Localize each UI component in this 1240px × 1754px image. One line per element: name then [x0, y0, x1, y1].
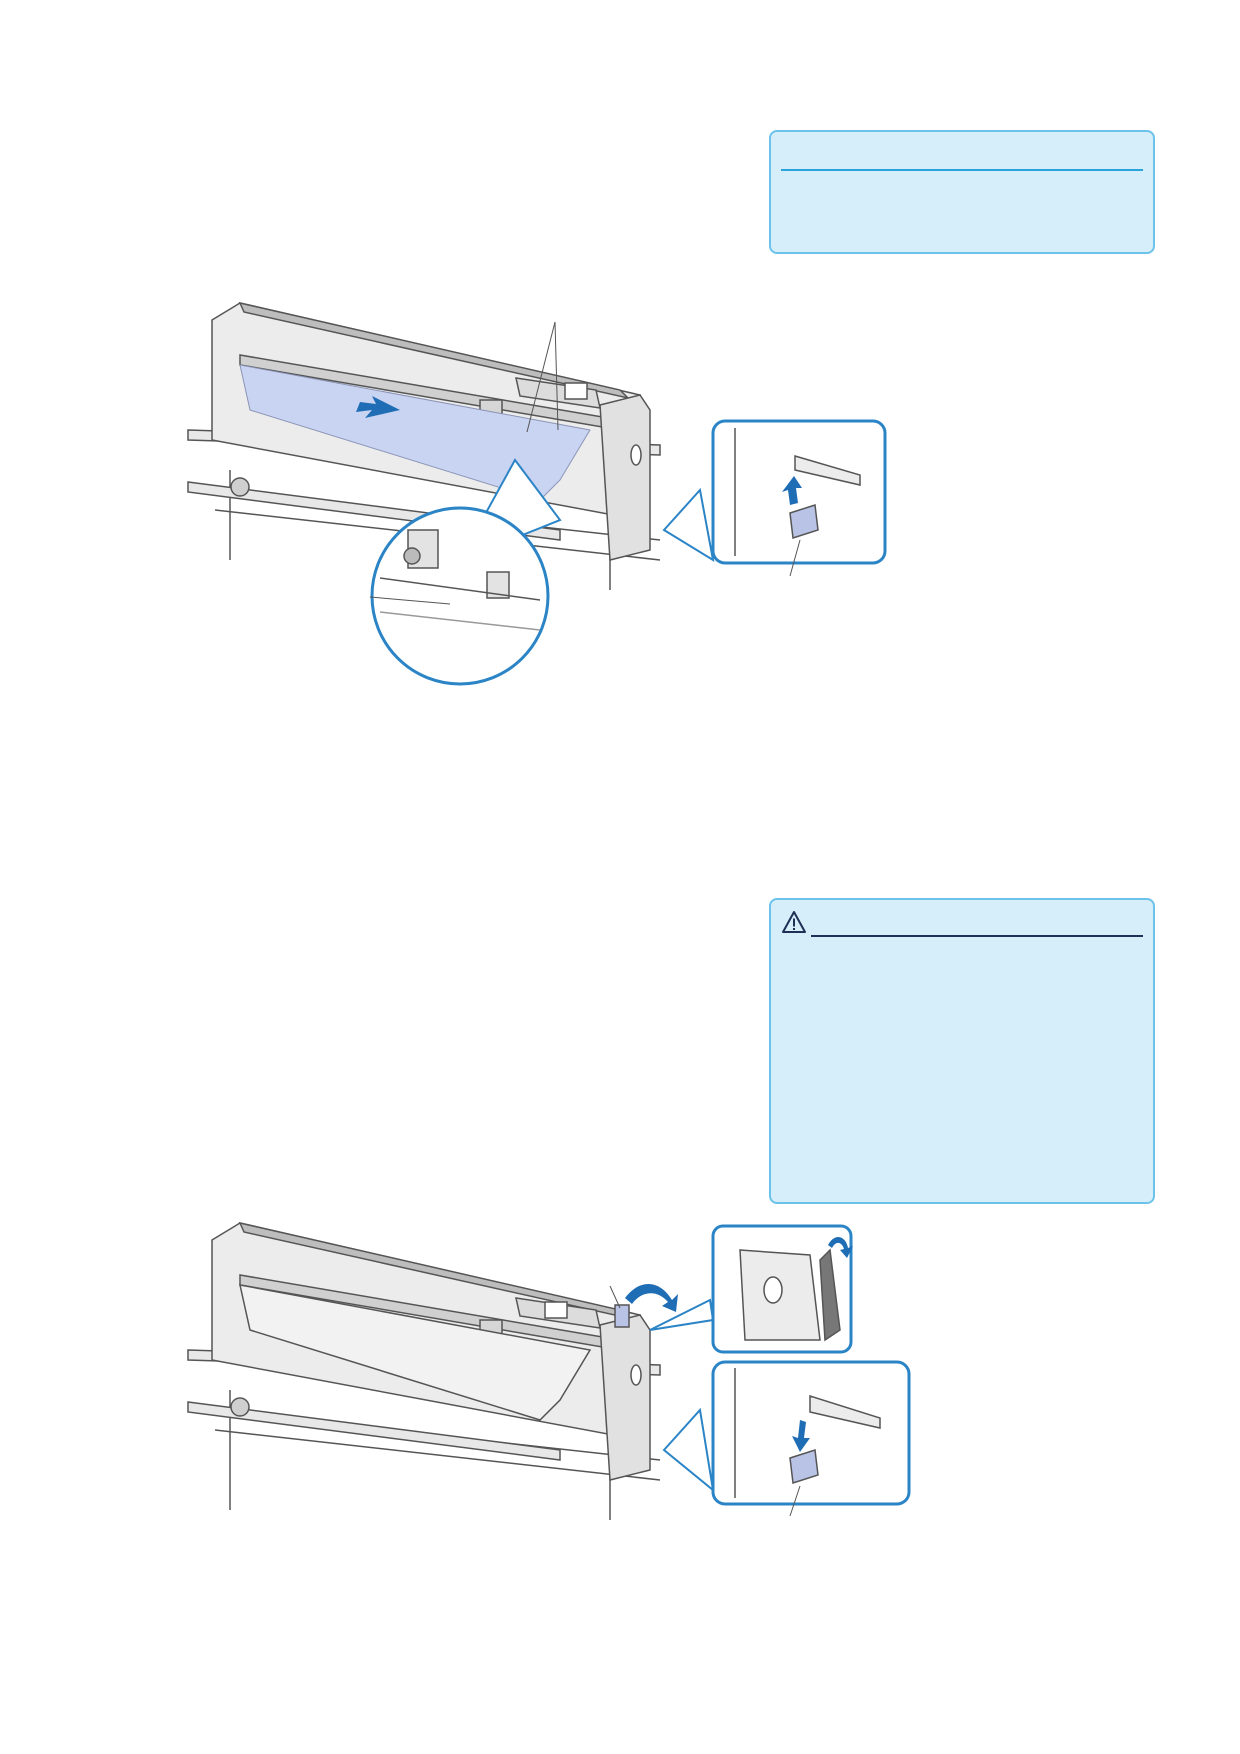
- figure-1-plotter-media-loaded: [187, 301, 887, 686]
- media-set-lever-down: [711, 1360, 911, 1506]
- note-box: [769, 130, 1155, 254]
- lever-down-arrow-icon: [792, 1420, 810, 1452]
- note-rule: [781, 169, 1143, 171]
- pull-arrow-icon: [356, 396, 400, 418]
- plotter-body-2: [187, 1221, 661, 1520]
- warning-triangle-icon: [782, 911, 806, 933]
- lever-up-arrow-icon: [782, 476, 802, 505]
- lever-lower-arrow-icon: [625, 1283, 678, 1312]
- caution-box: [769, 898, 1155, 1204]
- figure-2-plotter-lever-down: [187, 1221, 911, 1520]
- caution-rule: [811, 935, 1143, 937]
- media-set-lever-up: [711, 419, 887, 565]
- media-sheet: [239, 364, 591, 501]
- lever-rotate-arrow-icon: [828, 1236, 853, 1258]
